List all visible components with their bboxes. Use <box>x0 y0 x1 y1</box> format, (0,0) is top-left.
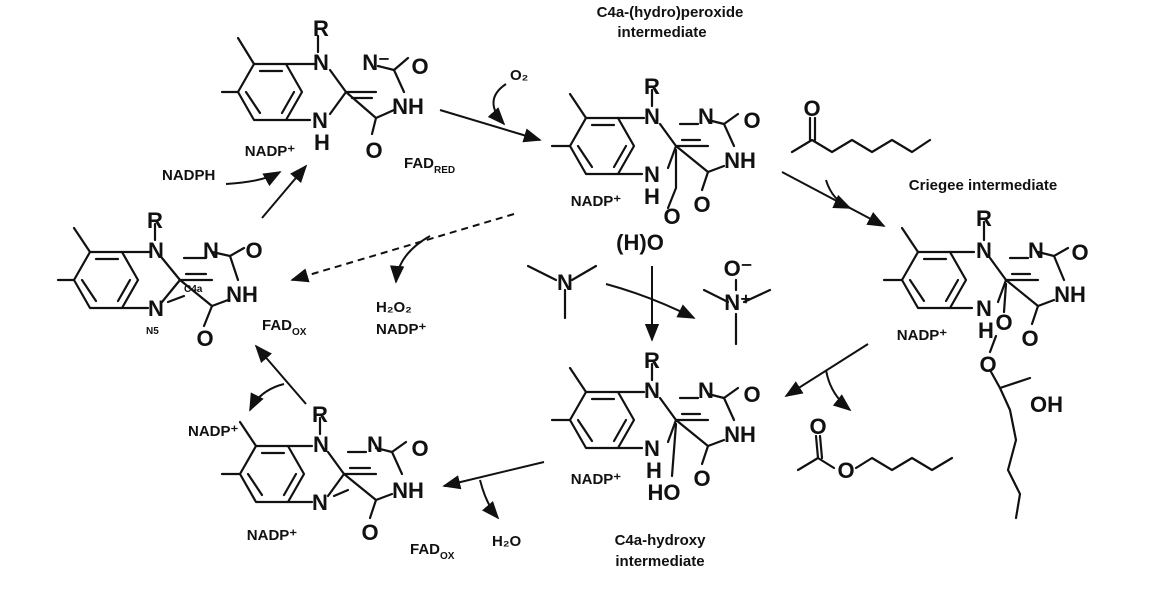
fad-red-H5: H <box>314 130 330 155</box>
peroxide-N1: N <box>698 104 714 129</box>
criegee-N10: N <box>976 238 992 263</box>
hydroxy-nadp: NADP⁺ <box>571 471 622 488</box>
title-peroxide-line2: intermediate <box>617 24 706 41</box>
title-criegee: Criegee intermediate <box>909 177 1057 194</box>
ester-O-carbonyl: O <box>809 414 826 439</box>
fad-red-N1: N⁻ <box>362 50 390 75</box>
fad-ox-O4: O <box>196 326 213 351</box>
hydroxy-structure <box>550 362 740 478</box>
peroxide-N10: N <box>644 104 660 129</box>
criegee-O-a: O <box>995 310 1012 335</box>
fad-red-O2: O <box>411 54 428 79</box>
fad-ox-N3H: NH <box>226 282 258 307</box>
hydroxy-HO: HO <box>648 480 681 505</box>
peroxide-nadp: NADP⁺ <box>571 193 622 210</box>
released-nadp-label: NADP⁺ <box>188 423 239 440</box>
trimethylamine <box>526 264 598 320</box>
fad-ox-bottom-N3H: NH <box>392 478 424 503</box>
criegee-O-b: O <box>979 352 996 377</box>
peroxide-N5: N <box>644 162 660 187</box>
peroxide-R: R <box>644 74 660 99</box>
h2o-label: H₂O <box>492 533 521 550</box>
fad-ox-c4a-label: C4a <box>184 284 203 295</box>
peroxide-O4: O <box>693 192 710 217</box>
hydroxy-H5: H <box>646 458 662 483</box>
hydroxy-N10: N <box>644 378 660 403</box>
fad-ox-N10: N <box>148 238 164 263</box>
fad-ox-N1: N <box>203 238 219 263</box>
o2-label: O₂ <box>510 67 528 84</box>
ketone-O: O <box>803 96 820 121</box>
peroxide-HO: (H)O <box>616 230 664 255</box>
fad-red-N3H: NH <box>392 94 424 119</box>
fad-red-N10: N <box>313 50 329 75</box>
fad-ox-bottom-N1: N <box>367 432 383 457</box>
fad-ox-bottom-O2: O <box>411 436 428 461</box>
ketone-substrate <box>790 116 932 154</box>
criegee-O2: O <box>1071 240 1088 265</box>
fad-ox-R: R <box>147 208 163 233</box>
reaction-arrows <box>225 83 886 520</box>
fad-red-O4: O <box>365 138 382 163</box>
trimethylamine-N: N <box>557 270 573 295</box>
hydroxy-R: R <box>644 348 660 373</box>
peroxide-structure <box>550 88 740 210</box>
title-hydroxy-line1: C4a-hydroxy <box>615 532 707 549</box>
criegee-N1: N <box>1028 238 1044 263</box>
n-oxide-N: N⁺ <box>724 290 752 315</box>
fad-ox-bottom-N5: N <box>312 490 328 515</box>
h2o2-label: H₂O₂ <box>376 299 412 316</box>
nadph-label: NADPH <box>162 167 215 184</box>
criegee-R: R <box>976 206 992 231</box>
title-peroxide-line1: C4a-(hydro)peroxide <box>597 4 744 21</box>
fad-ox-bottom-nadp: NADP⁺ <box>247 527 298 544</box>
ester-O-link: O <box>837 458 854 483</box>
n-oxide-O: O⁻ <box>724 256 753 281</box>
fad-ox-O2: O <box>245 238 262 263</box>
fad-red-N5: N <box>312 108 328 133</box>
fad-ox-bottom-R: R <box>312 402 328 427</box>
hydroxy-N1: N <box>698 378 714 403</box>
fad-ox-N5: N <box>148 296 164 321</box>
fad-red-R: R <box>313 16 329 41</box>
ester-product <box>796 434 954 472</box>
criegee-O4: O <box>1021 326 1038 351</box>
criegee-nadp: NADP⁺ <box>897 327 948 344</box>
title-hydroxy-line2: intermediate <box>615 553 704 570</box>
hydroxy-N5: N <box>644 436 660 461</box>
peroxide-H5: H <box>644 184 660 209</box>
trimethylamine-oxide <box>702 278 772 346</box>
fad-red-structure <box>220 34 410 136</box>
hydroxy-O4: O <box>693 466 710 491</box>
fad-ox-bottom-structure <box>220 416 408 520</box>
fad-ox-bottom-O4: O <box>361 520 378 545</box>
peroxide-O2: O <box>743 108 760 133</box>
peroxide-O-a: O <box>663 204 680 229</box>
hydroxy-O2: O <box>743 382 760 407</box>
criegee-N5: N <box>976 296 992 321</box>
fad-ox-label-left: FADOX <box>262 317 307 338</box>
peroxide-N3H: NH <box>724 148 756 173</box>
fad-ox-n5-label: N5 <box>146 326 159 337</box>
fad-ox-bottom-N10: N <box>313 432 329 457</box>
fad-ox-structure <box>56 222 246 328</box>
criegee-H5: H <box>978 318 994 343</box>
criegee-structure <box>882 220 1070 520</box>
criegee-OH: OH <box>1030 392 1063 417</box>
hydroxy-N3H: NH <box>724 422 756 447</box>
fad-red-label: FADRED <box>404 155 455 176</box>
criegee-N3H: NH <box>1054 282 1086 307</box>
fad-red-nadp: NADP⁺ <box>245 143 296 160</box>
h2o2-nadp-label: NADP⁺ <box>376 321 427 338</box>
fad-ox-bottom-label: FADOX <box>410 541 455 562</box>
